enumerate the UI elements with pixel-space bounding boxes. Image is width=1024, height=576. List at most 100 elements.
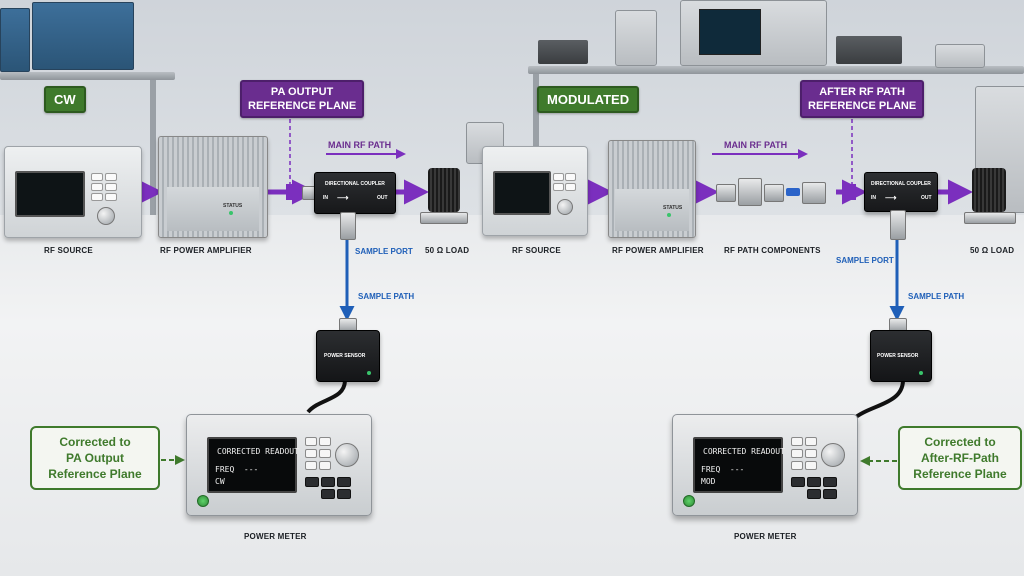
right-sensor-cable: [850, 379, 905, 422]
rf-source-knob: [557, 199, 573, 215]
left-directional-coupler: DIRECTIONAL COUPLER IN ⟶ OUT: [314, 172, 396, 214]
background-box: [935, 44, 985, 68]
meter-nav-button: [807, 477, 821, 487]
right-main-rf-path-label: MAIN RF PATH: [724, 140, 788, 150]
meter-nav-button: [337, 477, 351, 487]
coupler-sample-port: [890, 210, 906, 240]
left-sample-port-label: SAMPLE PORT: [355, 247, 413, 256]
coupler-arrow-icon: ⟶: [885, 193, 897, 202]
meter-nav-button: [305, 477, 319, 487]
right-amplifier-label: RF POWER AMPLIFIER: [612, 246, 704, 255]
right-corrected-note: Corrected to After-RF-Path Reference Pla…: [898, 426, 1022, 490]
left-power-meter-label: POWER METER: [244, 532, 307, 541]
meter-button: [805, 437, 817, 446]
left-shelf: [0, 72, 175, 80]
readout-title: CORRECTED READOUT: [703, 447, 785, 456]
coupler-in-label: IN: [871, 195, 876, 201]
power-button-icon: [197, 495, 209, 507]
left-power-meter: CORRECTED READOUT FREQ --- CW: [186, 414, 372, 516]
meter-button: [319, 449, 331, 458]
meter-button: [305, 449, 317, 458]
coupler-arrow-icon: ⟶: [337, 193, 349, 202]
meter-button: [805, 449, 817, 458]
meter-nav-button: [823, 477, 837, 487]
meter-nav-button: [823, 489, 837, 499]
right-shelf: [528, 66, 1024, 74]
coupler-out-label: OUT: [377, 195, 388, 201]
amplifier-status-label: STATUS: [663, 205, 683, 211]
readout-title: CORRECTED READOUT: [217, 447, 299, 456]
rf-source-knob: [97, 207, 115, 225]
coupler-out-label: OUT: [921, 195, 932, 201]
load-base: [420, 212, 468, 224]
meter-nav-button: [321, 477, 335, 487]
meter-button: [305, 437, 317, 446]
power-button-icon: [683, 495, 695, 507]
coupler-in-label: IN: [323, 195, 328, 201]
left-50-ohm-load: [428, 168, 460, 212]
right-rf-power-amplifier: STATUS: [608, 140, 696, 238]
right-meter-screen: CORRECTED READOUT FREQ --- MOD: [693, 437, 785, 493]
left-meter-screen: CORRECTED READOUT FREQ --- CW: [207, 437, 299, 493]
rf-source-screen: [15, 171, 85, 217]
rf-path-component: [738, 178, 762, 206]
left-amplifier-label: RF POWER AMPLIFIER: [160, 246, 252, 255]
meter-button: [791, 461, 803, 470]
rf-source-button: [565, 183, 576, 191]
right-rf-path: [588, 112, 973, 205]
rf-source-button: [565, 173, 576, 181]
background-oscilloscope: [680, 0, 827, 66]
background-instrument: [32, 2, 134, 70]
rf-path-cable: [786, 188, 800, 196]
right-rf-source-label: RF SOURCE: [512, 246, 561, 255]
left-rf-source-label: RF SOURCE: [44, 246, 93, 255]
readout-freq: FREQ ---: [701, 465, 745, 474]
meter-button: [791, 437, 803, 446]
rf-path-component: [716, 184, 736, 202]
right-directional-coupler: DIRECTIONAL COUPLER IN ⟶ OUT: [864, 172, 938, 212]
power-sensor-label: POWER SENSOR: [324, 353, 366, 359]
right-rf-source: [482, 146, 588, 236]
right-power-sensor: POWER SENSOR: [870, 330, 932, 382]
meter-button: [319, 437, 331, 446]
meter-button: [791, 449, 803, 458]
amplifier-front-panel: STATUS: [615, 189, 689, 231]
left-sensor-cable: [306, 379, 347, 414]
coupler-title: DIRECTIONAL COUPLER: [871, 181, 931, 187]
right-power-meter: CORRECTED READOUT FREQ --- MOD: [672, 414, 858, 516]
right-load-label: 50 Ω LOAD: [970, 246, 1015, 255]
rf-path-component: [764, 184, 784, 202]
meter-button: [805, 461, 817, 470]
sensor-led: [367, 371, 371, 375]
rf-path-component: [802, 182, 826, 204]
rf-source-button: [105, 183, 117, 191]
left-rf-power-amplifier: STATUS: [158, 136, 268, 238]
meter-button: [319, 461, 331, 470]
right-reference-plane-tag: AFTER RF PATH REFERENCE PLANE: [800, 80, 925, 118]
left-main-rf-path-label: MAIN RF PATH: [328, 140, 392, 150]
rf-source-button: [553, 173, 564, 181]
amplifier-status-label: STATUS: [223, 203, 243, 209]
meter-nav-button: [807, 489, 821, 499]
status-led: [229, 211, 233, 215]
amplifier-front-panel: STATUS: [167, 187, 259, 231]
left-shelf-leg: [150, 80, 156, 215]
readout-freq: FREQ ---: [215, 465, 259, 474]
rf-source-button: [105, 173, 117, 181]
left-mode-tag: CW: [44, 86, 86, 113]
rf-source-screen: [493, 171, 551, 215]
background-instrument: [0, 8, 30, 72]
left-power-sensor: POWER SENSOR: [316, 330, 380, 382]
sensor-led: [919, 371, 923, 375]
left-corrected-note: Corrected to PA Output Reference Plane: [30, 426, 160, 490]
meter-button: [305, 461, 317, 470]
left-sample-path-label: SAMPLE PATH: [358, 292, 415, 301]
load-base: [964, 212, 1016, 224]
right-50-ohm-load: [972, 168, 1006, 212]
right-sample-port-label: SAMPLE PORT: [836, 256, 894, 265]
background-apparatus: [615, 10, 657, 66]
background-instrument: [538, 40, 588, 64]
right-power-meter-label: POWER METER: [734, 532, 797, 541]
left-load-label: 50 Ω LOAD: [425, 246, 470, 255]
